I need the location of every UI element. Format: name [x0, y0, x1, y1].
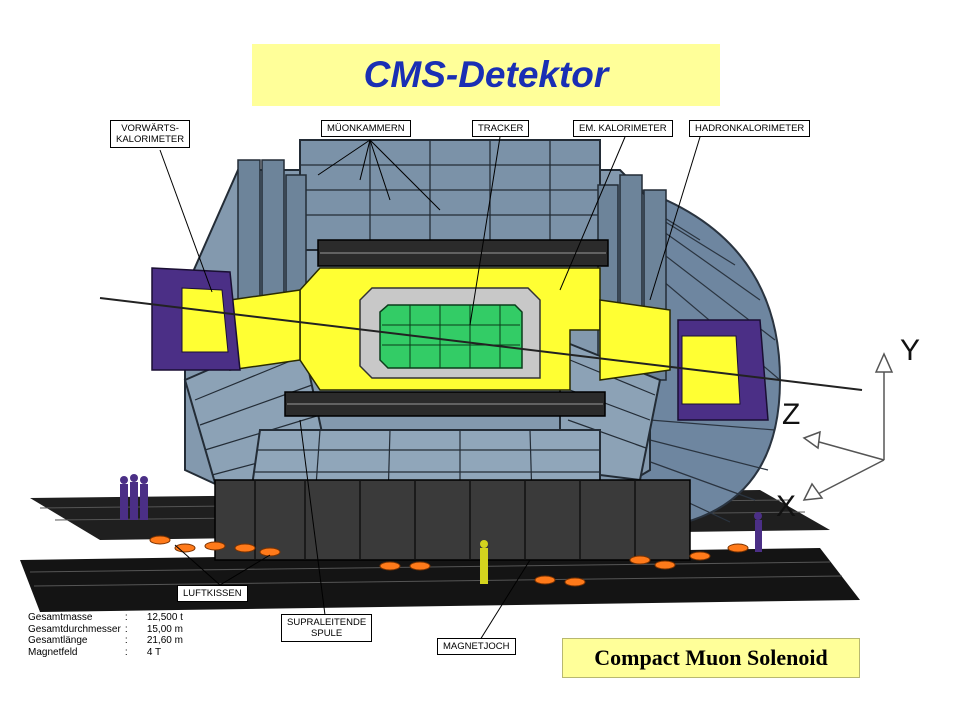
subtitle-banner: Compact Muon Solenoid: [562, 638, 860, 678]
spec-row: Gesamtmasse : 12,500 t: [28, 612, 187, 624]
magnet-yoke-base: [214, 479, 691, 561]
coil-rings: [284, 239, 609, 417]
callout-em-calorimeter-label: EM. KALORIMETER: [579, 123, 667, 134]
callout-tracker-label: TRACKER: [478, 123, 524, 134]
spec-sep: :: [124, 623, 128, 635]
callout-hadron-calorimeter-label: HADRONKALORIMETER: [695, 123, 805, 134]
people-silhouettes: [120, 474, 762, 584]
callout-leaders: [159, 136, 701, 641]
callout-muon-chambers-label: MÜONKAMMERN: [327, 123, 405, 134]
page-title: CMS-Detektor: [363, 54, 609, 95]
spec-value: 12,500 t: [146, 612, 183, 623]
spec-row: Gesamtdurchmesser : 15,00 m: [28, 624, 187, 636]
spec-value: 21,60 m: [146, 635, 183, 646]
callout-superconducting-coil-line1: SUPRALEITENDE: [287, 617, 367, 628]
spec-value: 4 T: [146, 646, 162, 658]
tracker-shape: [379, 304, 523, 369]
spec-label: Gesamtlänge: [28, 635, 88, 646]
axis-label-y: Y: [900, 334, 921, 367]
callout-air-cushions-label: LUFTKISSEN: [183, 588, 242, 599]
forward-calorimeters: [151, 267, 769, 421]
spec-sep: :: [124, 635, 128, 646]
spec-row: Gesamtlänge : 21,60 m: [28, 635, 187, 647]
callout-em-calorimeter: EM. KALORIMETER: [573, 120, 673, 137]
spec-table: Gesamtmasse : 12,500 t Gesamtdurchmesser…: [28, 612, 187, 658]
callout-tracker: TRACKER: [472, 120, 530, 137]
spec-label: Gesamtdurchmesser: [28, 623, 121, 635]
callout-superconducting-coil: SUPRALEITENDE SPULE: [281, 614, 373, 642]
axis-label-x: X: [776, 490, 797, 523]
spec-sep: :: [124, 612, 128, 623]
callout-forward-calorimeter-line2: KALORIMETER: [116, 134, 185, 145]
air-cushions: [149, 535, 749, 587]
callout-forward-calorimeter-line1: VORWÄRTS-: [121, 123, 179, 134]
callout-magnet-yoke: MAGNETJOCH: [437, 638, 516, 655]
spec-row: Magnetfeld : 4 T: [28, 647, 187, 659]
callout-superconducting-coil-line2: SPULE: [311, 628, 343, 639]
spec-sep: :: [124, 646, 128, 658]
callout-magnet-yoke-label: MAGNETJOCH: [443, 641, 510, 652]
spec-label: Gesamtmasse: [28, 612, 93, 623]
title-banner: CMS-Detektor: [252, 44, 720, 106]
callout-air-cushions: LUFTKISSEN: [177, 585, 248, 602]
coordinate-axes: [802, 352, 894, 501]
callout-forward-calorimeter: VORWÄRTS- KALORIMETER: [110, 120, 191, 148]
axis-label-z: Z: [782, 398, 801, 431]
spec-value: 15,00 m: [146, 623, 183, 635]
beam-line: [99, 297, 863, 391]
callout-muon-chambers: MÜONKAMMERN: [321, 120, 411, 137]
subtitle: Compact Muon Solenoid: [594, 645, 828, 670]
spec-label: Magnetfeld: [28, 646, 78, 658]
callout-hadron-calorimeter: HADRONKALORIMETER: [689, 120, 811, 137]
